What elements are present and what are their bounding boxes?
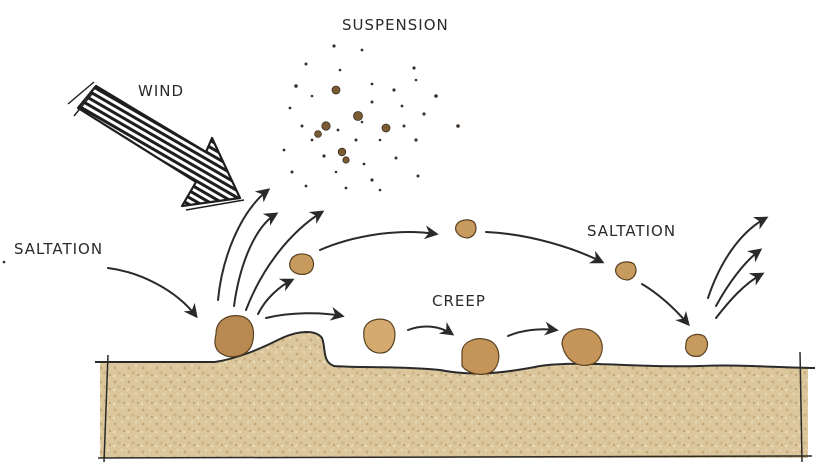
saltation-incoming-arrow [108,268,196,316]
grain-creep-2 [462,339,499,375]
suspension-grains [315,86,390,163]
grain-saltation-1 [290,254,314,274]
grain-saltation-top [456,220,476,238]
saltation-right-arrows [708,218,766,318]
label-creep: CREEP [432,294,486,309]
grain-creep-1 [364,319,395,353]
grain-landing [686,334,708,356]
wind-arrow-icon [68,82,244,210]
saltation-launch-arrows [218,190,322,314]
label-wind: WIND [138,84,184,99]
grain-large-left [215,316,254,357]
suspension-dust [283,44,460,191]
stray-mark [3,261,6,264]
label-suspension: SUSPENSION [342,18,449,33]
grain-creep-3 [562,329,602,366]
label-saltation-left: SALTATION [14,242,103,257]
grain-saltation-2 [616,262,636,280]
label-saltation-right: SALTATION [587,224,676,239]
sand-ground [95,332,815,462]
